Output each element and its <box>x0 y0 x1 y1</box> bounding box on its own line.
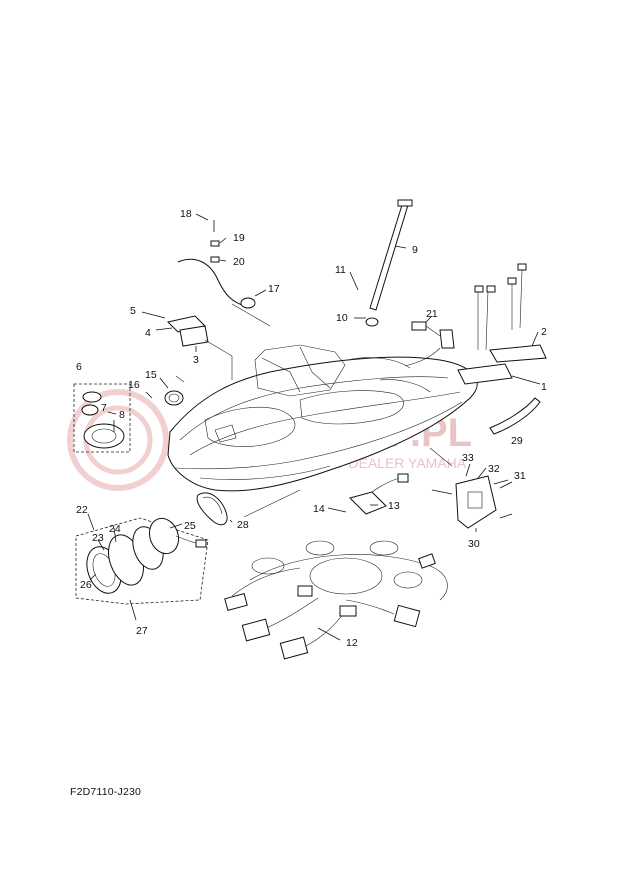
callout-32: 32 <box>488 463 500 475</box>
callout-24: 24 <box>109 523 121 535</box>
callout-33: 33 <box>462 452 474 464</box>
fuse-box-parts <box>327 473 409 515</box>
ecu-bracket-parts <box>431 463 513 532</box>
callout-30: 30 <box>468 538 480 550</box>
callout-14: 14 <box>313 503 325 515</box>
callout-26: 26 <box>80 579 92 591</box>
vent-parts <box>141 311 233 380</box>
callout-6: 6 <box>76 361 82 373</box>
callout-10: 10 <box>336 312 348 324</box>
callout-labels: 1 2 3 4 5 6 7 8 9 10 11 12 13 14 15 16 1… <box>76 208 547 649</box>
callout-16: 16 <box>128 379 140 391</box>
callout-12: 12 <box>346 637 358 649</box>
callout-9: 9 <box>412 244 418 256</box>
callout-29: 29 <box>511 435 523 447</box>
handrail-part <box>489 397 541 435</box>
cup-holder-group <box>73 383 131 453</box>
callout-28: 28 <box>237 519 249 531</box>
callout-18: 18 <box>180 208 192 220</box>
callout-22: 22 <box>76 504 88 516</box>
tow-eye-parts <box>177 213 267 309</box>
leader-lines <box>231 303 453 518</box>
callout-8: 8 <box>119 409 125 421</box>
wire-harness-part <box>224 540 448 660</box>
diagram-code: F2D7110-J230 <box>70 786 142 798</box>
callout-17: 17 <box>268 283 280 295</box>
callout-31: 31 <box>514 470 526 482</box>
callout-11: 11 <box>335 264 346 276</box>
callout-21: 21 <box>426 308 438 320</box>
callout-5: 5 <box>130 305 136 317</box>
intake-duct-group <box>75 513 209 621</box>
callout-2: 2 <box>541 326 547 338</box>
callout-7: 7 <box>101 402 107 414</box>
callout-27: 27 <box>136 625 148 637</box>
gasket-part <box>196 492 233 526</box>
callout-23: 23 <box>92 532 104 544</box>
swim-step-parts <box>457 263 547 385</box>
callout-25: 25 <box>184 520 196 532</box>
callout-20: 20 <box>233 256 245 268</box>
switch-part <box>404 315 455 367</box>
callout-13: 13 <box>388 500 400 512</box>
callout-1: 1 <box>541 381 547 393</box>
speaker-parts <box>145 375 185 406</box>
deck-assembly <box>167 344 478 492</box>
callout-4: 4 <box>145 327 151 339</box>
callout-15: 15 <box>145 369 157 381</box>
antenna-parts <box>349 199 413 327</box>
callout-19: 19 <box>233 232 245 244</box>
callout-3: 3 <box>193 354 199 366</box>
